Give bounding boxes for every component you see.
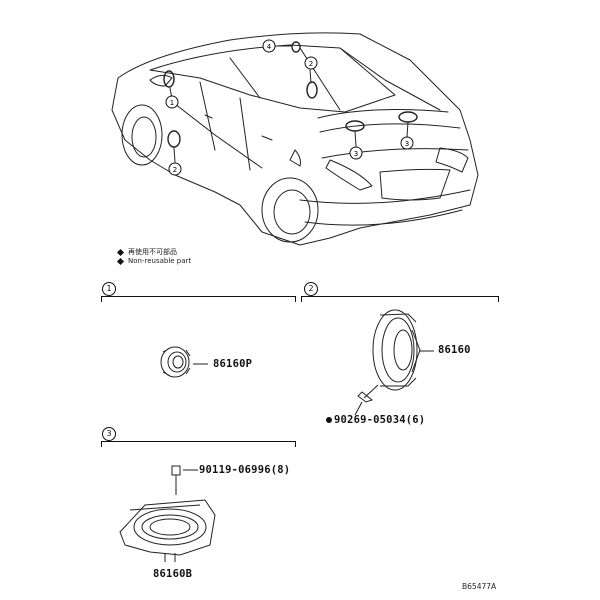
svg-text:1: 1 [170, 99, 174, 107]
section-1-bracket [101, 296, 296, 302]
svg-text:2: 2 [309, 60, 313, 68]
svg-text:3: 3 [354, 150, 358, 158]
section-2-bracket [301, 296, 499, 302]
callout-2-rear: 2 [304, 56, 318, 70]
part-86160P-drawing [160, 346, 208, 378]
bullet-icon [116, 248, 125, 256]
screw-2-code: 90269-05034(6) [334, 414, 426, 426]
section-2-number: 2 [304, 282, 318, 296]
callout-4: 4 [262, 39, 276, 53]
callout-3-left: 3 [349, 146, 363, 160]
part-86160B-drawing [119, 465, 216, 562]
part-label-86160B: 86160B [153, 568, 193, 580]
part-label-86160: 86160 [438, 344, 471, 356]
section-3-bracket [101, 441, 296, 447]
section-3-number: 3 [102, 427, 116, 441]
legend-text-en: Non-reusable part [128, 257, 192, 265]
callout-3-right: 3 [400, 136, 414, 150]
section-1-number: 1 [102, 282, 116, 296]
callout-1: 1 [165, 95, 179, 109]
car-illustration [111, 32, 479, 246]
legend-text-ja: 再使用不可部品 [128, 248, 177, 256]
part-label-screw-2: 90269-05034(6) [326, 414, 425, 426]
svg-text:4: 4 [267, 43, 272, 51]
svg-text:3: 3 [405, 140, 409, 148]
part-label-screw-3: 90119-06996(8) [199, 464, 291, 476]
callout-2-front: 2 [168, 162, 182, 176]
nonreusable-bullet-icon [326, 417, 332, 423]
part-label-86160P: 86160P [213, 358, 253, 370]
legend-line-ja: 再使用不可部品 [116, 247, 177, 257]
svg-text:2: 2 [173, 166, 177, 174]
drawing-code: B65477A [462, 582, 497, 591]
bullet-icon [116, 257, 125, 265]
part-86160-drawing [354, 309, 434, 416]
legend-line-en: Non-reusable part [116, 257, 192, 265]
